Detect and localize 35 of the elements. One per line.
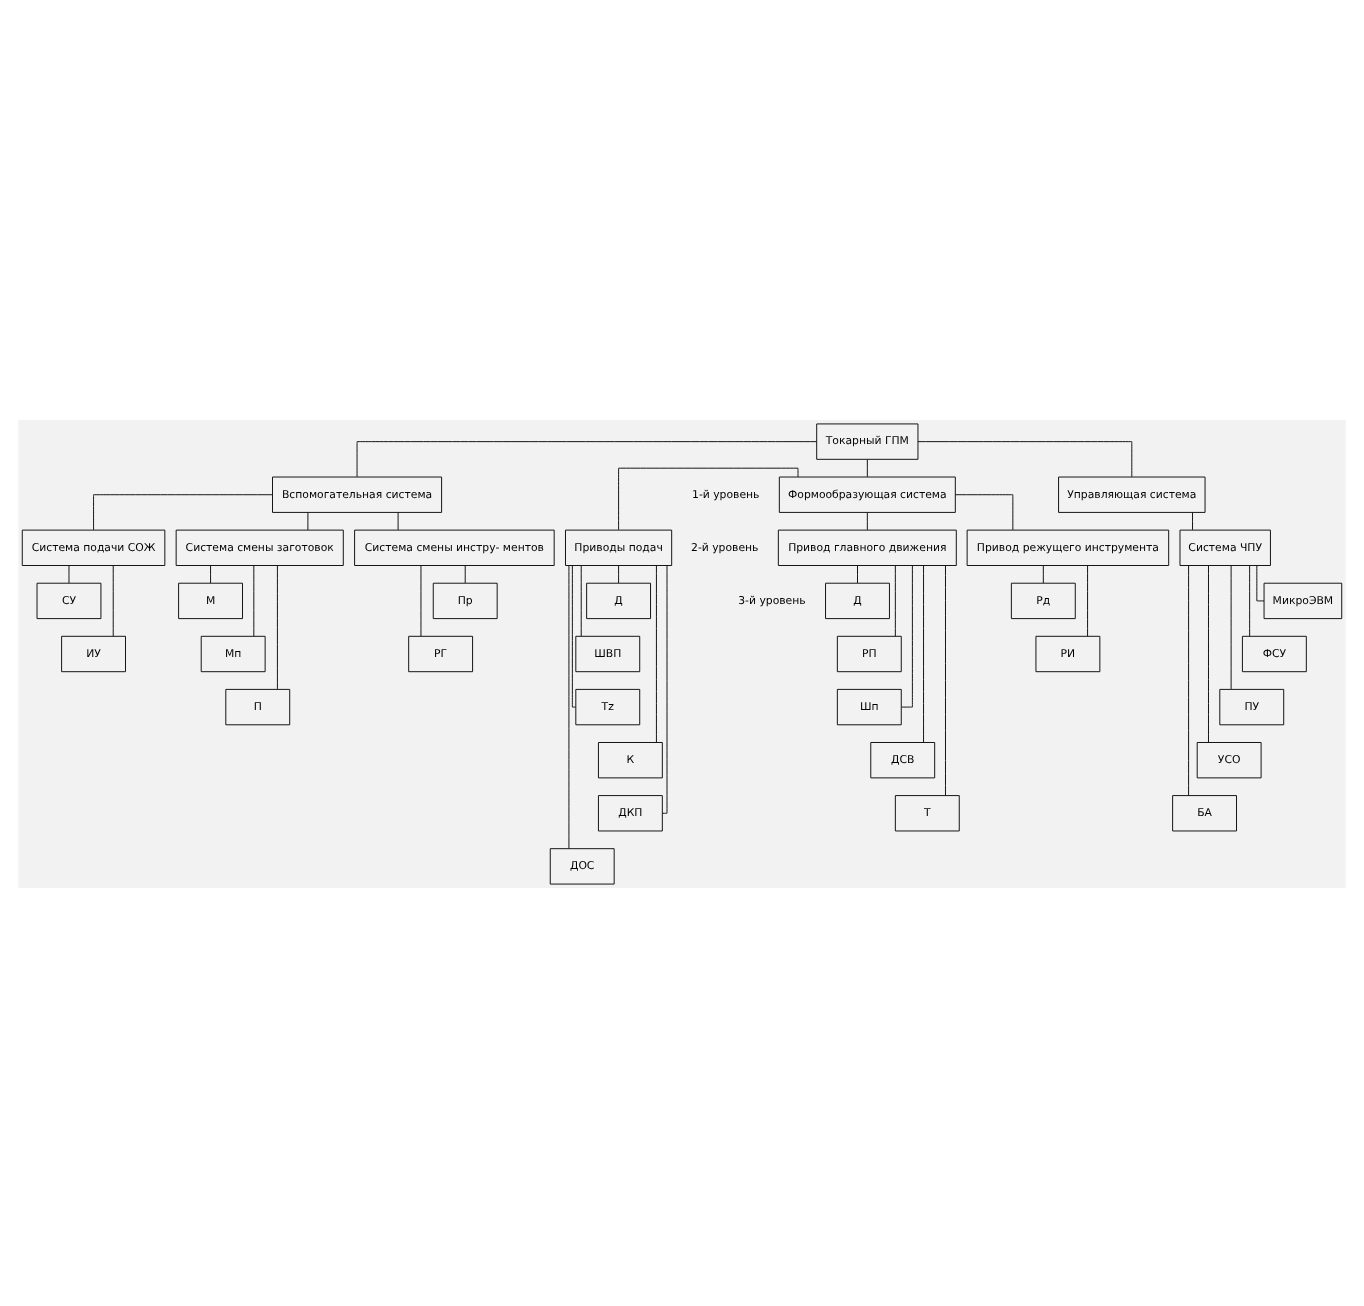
connector	[1087, 564, 1089, 636]
connector	[655, 564, 657, 742]
connector	[356, 440, 818, 477]
connector	[866, 458, 868, 477]
connector	[571, 564, 577, 707]
connector	[1192, 511, 1193, 530]
connector	[68, 564, 70, 583]
connector	[901, 564, 913, 707]
connector	[1188, 564, 1190, 795]
connector	[1230, 564, 1232, 689]
connector	[1256, 564, 1265, 601]
connector	[923, 564, 925, 742]
connector	[618, 466, 799, 530]
connector	[1042, 564, 1044, 583]
connector	[866, 511, 868, 530]
connector	[618, 564, 620, 583]
connector	[568, 564, 570, 848]
connector	[662, 564, 668, 813]
connector	[1249, 564, 1251, 636]
connector	[253, 564, 255, 636]
connector	[420, 564, 422, 636]
connector	[112, 564, 114, 636]
connector	[397, 511, 399, 530]
connector	[894, 564, 896, 636]
connector	[93, 493, 273, 530]
connector	[857, 564, 858, 583]
connector	[1208, 564, 1209, 742]
connector	[307, 511, 309, 530]
connector	[945, 564, 946, 795]
connector	[464, 564, 466, 583]
connector	[276, 564, 278, 689]
connector	[210, 564, 212, 583]
connector	[954, 493, 1014, 530]
connector	[917, 440, 1133, 477]
connector	[580, 564, 582, 636]
